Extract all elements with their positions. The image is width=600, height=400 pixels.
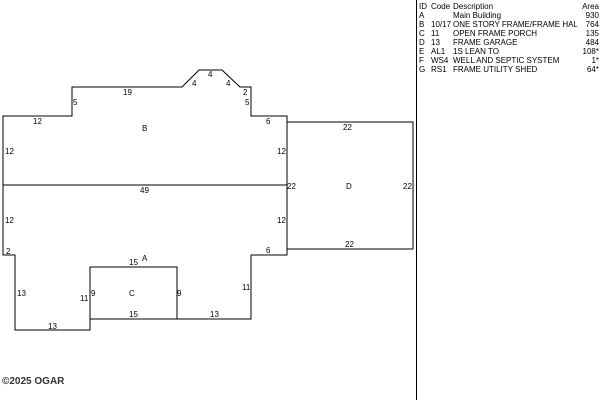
dimension-label: 5	[245, 98, 250, 107]
dimension-label: 15	[129, 258, 138, 267]
dimension-label: 12	[5, 216, 14, 225]
dimension-label: 5	[73, 98, 78, 107]
legend-cell-description: FRAME GARAGE	[453, 38, 518, 47]
dimension-label: 12	[277, 216, 286, 225]
legend-cell-description: 1S LEAN TO	[453, 47, 499, 56]
garage-outline	[286, 121, 414, 250]
legend-cell-description: Main Building	[453, 11, 502, 20]
dimension-label: 12	[5, 147, 14, 156]
dimension-label: 22	[403, 182, 412, 191]
dimension-label: 13	[17, 289, 26, 298]
legend-row: F WS4 WELL AND SEPTIC SYSTEM 1*	[419, 56, 599, 65]
dimension-label: 49	[140, 186, 149, 195]
dimension-label: 13	[210, 310, 219, 319]
legend-cell-id: E	[419, 47, 425, 56]
dimension-label: 12	[277, 147, 286, 156]
legend-header: ID Code Description Area	[419, 2, 599, 11]
legend-row: D 13 FRAME GARAGE 484	[419, 38, 599, 47]
header-description: Description	[453, 2, 494, 11]
legend-cell-id: C	[419, 29, 425, 38]
dimension-label: 6	[266, 246, 271, 255]
legend-cell-area: 764	[585, 20, 599, 29]
dimension-label: 22	[343, 123, 352, 132]
section-label-a: A	[142, 254, 148, 263]
dimension-label: 9	[91, 289, 96, 298]
legend-cell-area: 1*	[591, 56, 599, 65]
dimension-label: 4	[226, 79, 231, 88]
legend-cell-id: F	[419, 56, 424, 65]
panel-divider	[416, 0, 417, 400]
header-area: Area	[582, 2, 599, 11]
dimension-label: 15	[129, 310, 138, 319]
legend-cell-description: OPEN FRAME PORCH	[453, 29, 538, 38]
legend-row: G RS1 FRAME UTILITY SHED 64*	[419, 65, 599, 74]
dimension-label: 22	[287, 182, 296, 191]
dimension-label: 2	[243, 88, 248, 97]
legend-cell-code: WS4	[431, 56, 449, 65]
section-label-c: C	[129, 289, 135, 298]
area-legend-table: ID Code Description Area A Main Building 9…	[419, 2, 599, 74]
building-sketch: B A C D 12 5 19 4 4 4 2 5 6 12 12 49 22 …	[2, 69, 414, 331]
legend-cell-area: 135	[585, 29, 599, 38]
dimension-label: 4	[208, 70, 213, 79]
legend-cell-area: 108*	[582, 47, 599, 56]
dimension-label: 11	[80, 294, 89, 303]
legend-cell-code: 11	[431, 29, 440, 38]
dimension-label: 13	[48, 322, 57, 331]
legend-cell-description: FRAME UTILITY SHED	[453, 65, 538, 74]
dimension-label: 12	[33, 117, 42, 126]
copyright-text: ©2025 OGAR	[2, 376, 65, 387]
legend-row: C 11 OPEN FRAME PORCH 135	[419, 29, 599, 38]
legend-row: E AL1 1S LEAN TO 108*	[419, 47, 599, 56]
legend-cell-id: G	[419, 65, 426, 74]
dimension-label: 6	[266, 117, 271, 126]
legend-cell-id: D	[419, 38, 425, 47]
legend-cell-code: RS1	[431, 65, 447, 74]
dimension-label: 19	[123, 88, 132, 97]
header-id: ID	[419, 2, 427, 11]
header-code: Code	[431, 2, 451, 11]
legend-cell-code: 10/17	[431, 20, 452, 29]
legend-cell-area: 484	[585, 38, 599, 47]
legend-row: A Main Building 930	[419, 11, 599, 20]
legend-cell-description: WELL AND SEPTIC SYSTEM	[453, 56, 560, 65]
legend-cell-id: A	[419, 11, 425, 20]
dimension-label: 22	[345, 240, 354, 249]
legend-cell-code	[431, 11, 453, 20]
legend-cell-code: AL1	[431, 47, 446, 56]
porch-outline	[89, 266, 178, 320]
legend-cell-code: 13	[431, 38, 440, 47]
main-building-outline	[2, 69, 288, 331]
dimension-label: 2	[6, 247, 11, 256]
legend-cell-area: 930	[585, 11, 599, 20]
section-label-b: B	[142, 124, 147, 133]
section-label-d: D	[346, 182, 352, 191]
legend-cell-id: B	[419, 20, 425, 29]
dimension-label: 4	[192, 79, 197, 88]
legend-cell-description: ONE STORY FRAME/FRAME HAL...	[453, 20, 577, 29]
dimension-label: 9	[177, 289, 182, 298]
dimension-label: 11	[242, 283, 251, 292]
legend-cell-area: 64*	[586, 65, 599, 74]
